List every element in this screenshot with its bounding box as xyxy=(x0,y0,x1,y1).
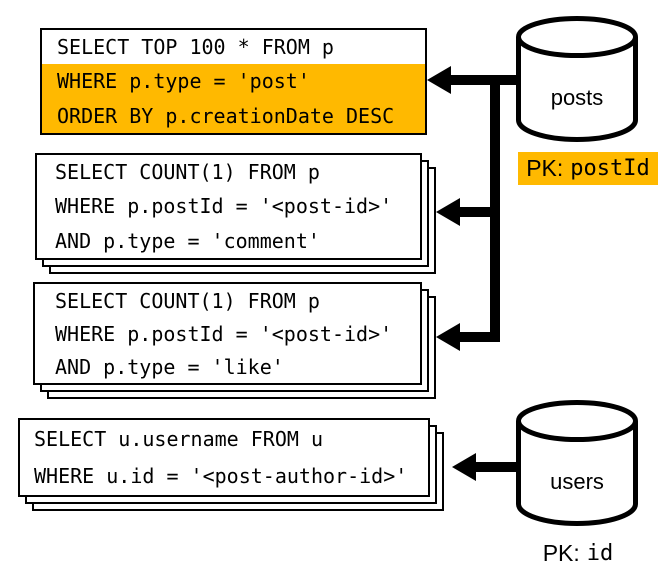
sql-line: SELECT COUNT(1) FROM p xyxy=(35,284,420,317)
query-box-username: SELECT u.username FROM u WHERE u.id = '<… xyxy=(18,418,430,497)
users-pk-text: PK: id xyxy=(528,539,628,567)
query-box-comment-count: SELECT COUNT(1) FROM p WHERE p.postId = … xyxy=(35,153,422,260)
sql-line-highlighted: ORDER BY p.creationDate DESC xyxy=(42,98,425,133)
sql-text: AND p.type = 'comment' xyxy=(55,228,320,253)
sql-text: WHERE p.postId = '<post-id>' xyxy=(55,194,393,219)
posts-pk-badge: PK: postId xyxy=(518,152,658,185)
pk-value: postId xyxy=(570,156,650,181)
sql-text: SELECT COUNT(1) FROM p xyxy=(55,288,320,313)
pk-label: PK: xyxy=(526,155,564,181)
sql-text: SELECT TOP 100 * FROM p xyxy=(57,35,334,60)
query-box-like-count: SELECT COUNT(1) FROM p WHERE p.postId = … xyxy=(33,282,422,385)
arrowhead-left-icon xyxy=(436,198,460,226)
pk-value: id xyxy=(586,540,614,566)
arrow-shaft-posts-to-top-query xyxy=(450,75,518,85)
posts-database-cylinder-icon xyxy=(516,16,638,142)
sql-line: WHERE p.postId = '<post-id>' xyxy=(35,317,420,350)
sql-text: ORDER BY p.creationDate DESC xyxy=(57,103,395,128)
sql-text: WHERE p.postId = '<post-id>' xyxy=(55,321,393,346)
posts-db-label: posts xyxy=(550,85,604,110)
arrowhead-left-icon xyxy=(436,323,460,351)
sql-text: WHERE p.type = 'post' xyxy=(57,69,310,94)
sql-line: WHERE p.postId = '<post-id>' xyxy=(37,189,420,223)
sql-line: AND p.type = 'like' xyxy=(35,350,420,383)
users-database-cylinder-icon xyxy=(516,400,638,526)
arrowhead-left-icon xyxy=(427,66,451,94)
sql-line: SELECT TOP 100 * FROM p xyxy=(42,30,425,64)
sql-text: SELECT COUNT(1) FROM p xyxy=(55,160,320,185)
sql-text: WHERE u.id = '<post-author-id>' xyxy=(34,464,408,489)
arrow-shaft-users-to-username-query xyxy=(476,462,517,472)
query-box-top-posts: SELECT TOP 100 * FROM p WHERE p.type = '… xyxy=(40,28,427,135)
sql-line: SELECT u.username FROM u xyxy=(20,420,428,458)
arrowhead-left-icon xyxy=(452,453,476,481)
sql-text: AND p.type = 'like' xyxy=(55,354,284,379)
arrow-shaft-posts-to-like-query xyxy=(459,332,500,342)
sql-text: SELECT u.username FROM u xyxy=(34,426,323,451)
pk-label: PK: xyxy=(542,539,580,566)
sql-line: AND p.type = 'comment' xyxy=(37,224,420,258)
sql-line: WHERE u.id = '<post-author-id>' xyxy=(20,458,428,496)
sql-line-highlighted: WHERE p.type = 'post' xyxy=(42,64,425,99)
arrow-shaft-posts-to-comment-query xyxy=(459,207,500,217)
sql-line: SELECT COUNT(1) FROM p xyxy=(37,155,420,189)
users-db-label: users xyxy=(550,469,604,494)
